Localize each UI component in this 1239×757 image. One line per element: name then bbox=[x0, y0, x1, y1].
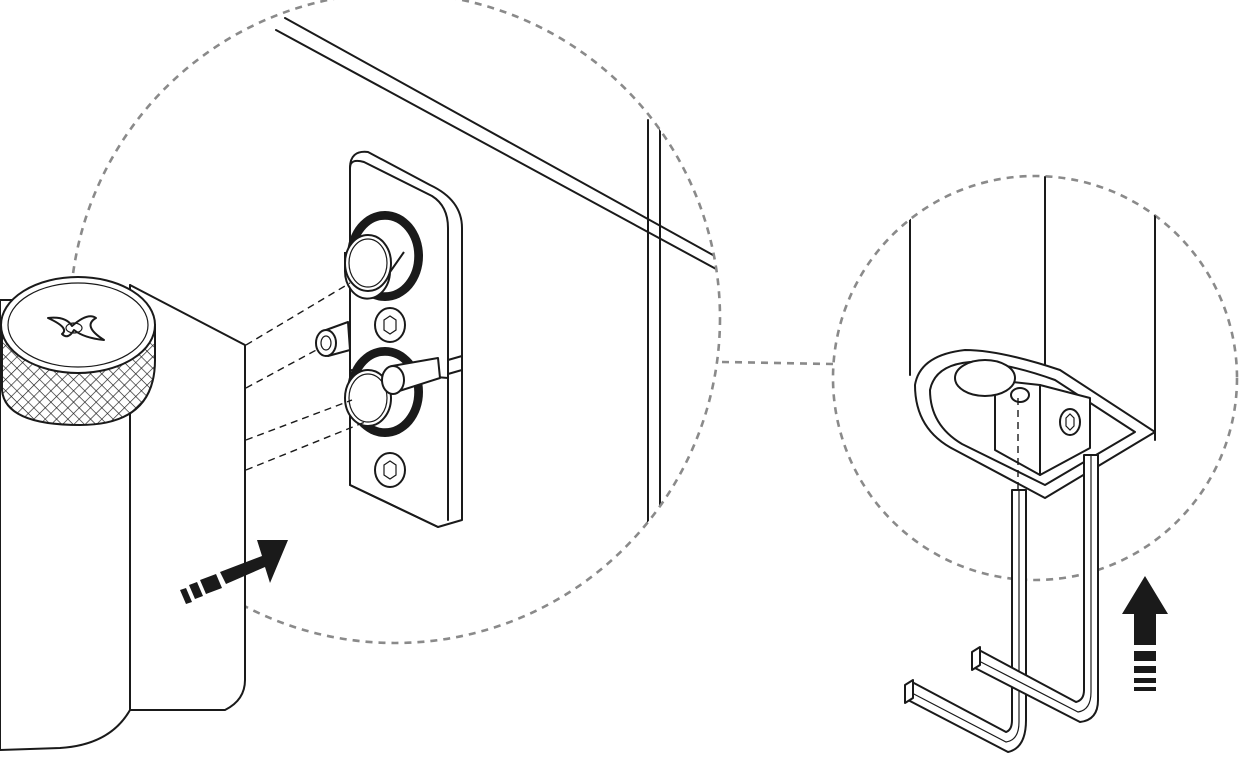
holder-underside bbox=[909, 176, 1156, 499]
set-screw bbox=[315, 321, 351, 357]
mounting-plate bbox=[315, 150, 463, 528]
hex-keys bbox=[904, 454, 1099, 753]
hex-key-back bbox=[971, 454, 1099, 723]
star-logo-icon bbox=[47, 315, 105, 341]
hex-screw-upper bbox=[374, 307, 406, 343]
callout-connector bbox=[721, 360, 834, 366]
top-post bbox=[343, 211, 423, 301]
knurled-cap bbox=[0, 276, 156, 427]
insert-arrow-icon bbox=[180, 540, 288, 604]
detail-circle-right bbox=[831, 174, 1239, 582]
alignment-lines bbox=[245, 282, 366, 471]
hex-key-front bbox=[904, 489, 1027, 753]
hex-screw-lower bbox=[374, 452, 406, 488]
pin bbox=[381, 357, 441, 395]
tighten-arrow-icon bbox=[1122, 576, 1168, 691]
